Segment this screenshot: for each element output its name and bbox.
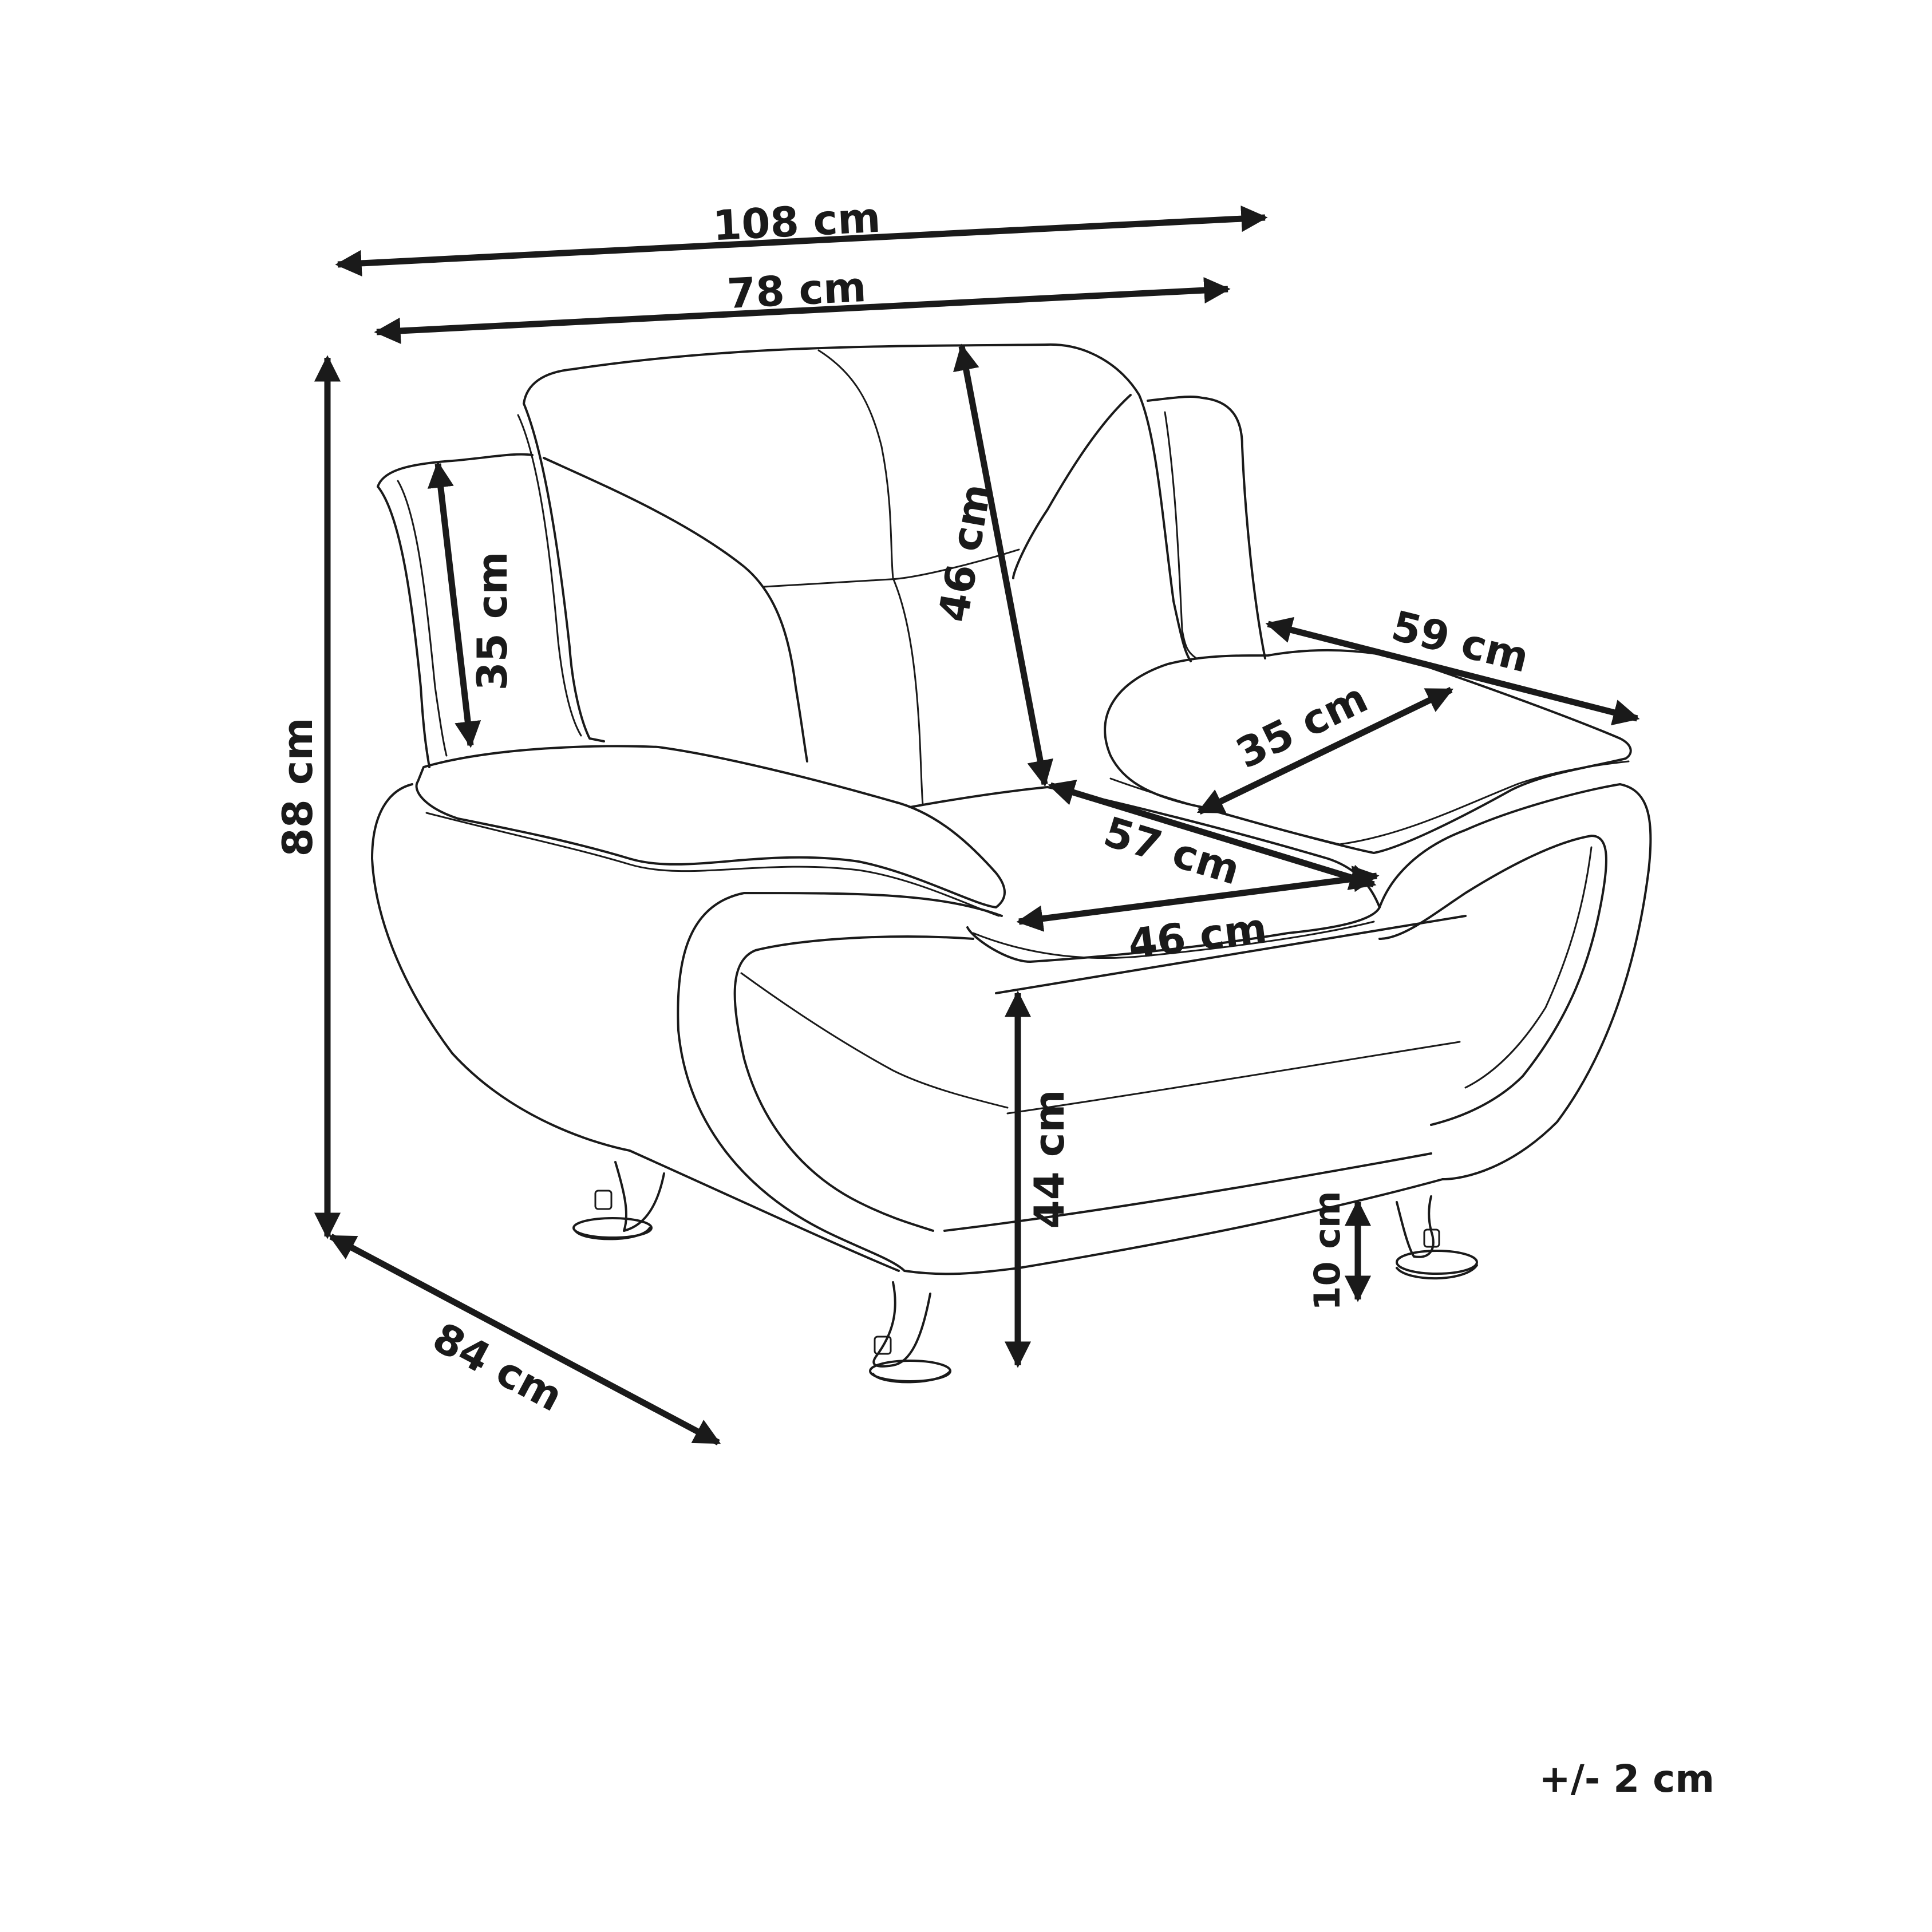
label-total-depth: 84 cm — [425, 1313, 571, 1421]
leg-front-left — [869, 1281, 951, 1384]
left-armrest-front — [371, 783, 900, 1272]
left-armrest-panel-piping — [740, 972, 1009, 1109]
right-wing-seam — [1164, 411, 1198, 659]
right-armrest-front — [1378, 783, 1652, 1180]
tolerance-note: +/- 2 cm — [1539, 1757, 1714, 1801]
left-armrest-top — [415, 745, 1006, 908]
back-cushion-left-edge — [523, 402, 605, 742]
dim-total-depth — [328, 1234, 721, 1445]
right-wing-outline — [1147, 395, 1266, 659]
back-cushion-outline — [523, 343, 1192, 662]
back-cushion-inner-left — [543, 457, 808, 762]
leg-right — [1396, 1195, 1478, 1280]
front-rail-piping — [1006, 1041, 1461, 1115]
armchair-drawing — [371, 343, 1652, 1384]
dim-armrest-height — [427, 461, 481, 748]
left-armrest-panel — [733, 935, 974, 1232]
label-total-width: 108 cm — [712, 193, 882, 250]
label-back-width: 78 cm — [726, 263, 867, 318]
front-rail-top — [995, 915, 1467, 994]
dim-backrest-height — [953, 343, 1053, 787]
dim-arm-depth — [1265, 617, 1640, 726]
label-armrest-height: 35 cm — [468, 552, 516, 691]
label-total-height: 88 cm — [274, 718, 322, 857]
dim-total-width — [335, 206, 1268, 276]
back-cushion-left-inner — [517, 414, 582, 737]
label-seat-height: 44 cm — [1025, 1090, 1073, 1229]
label-arm-depth: 59 cm — [1387, 602, 1534, 682]
right-armrest-inner — [1378, 835, 1607, 1126]
left-armrest-piping — [425, 812, 1000, 917]
left-armrest-inner-curve — [677, 892, 1003, 1272]
back-seam-vertical-bottom — [892, 577, 924, 805]
label-backrest-height: 46 cm — [929, 480, 1001, 626]
back-seam-vertical-top — [817, 349, 894, 579]
label-leg-height: 10 cm — [1306, 1191, 1348, 1310]
dimension-labels: 108 cm 78 cm 88 cm 35 cm 46 cm 59 cm 35 … — [274, 193, 1534, 1421]
dim-back-width — [374, 277, 1231, 344]
dim-seat-width — [1016, 866, 1380, 932]
left-wing-outline — [377, 453, 534, 768]
label-seat-width: 46 cm — [1125, 904, 1269, 969]
right-armrest-top — [1104, 649, 1632, 854]
seat-cushion-piping — [972, 920, 1375, 959]
leg-back-left — [572, 1161, 665, 1240]
dimension-lines — [314, 206, 1640, 1445]
right-armrest-panel-piping — [1464, 846, 1593, 1089]
back-cushion-inner-right — [1012, 394, 1132, 579]
